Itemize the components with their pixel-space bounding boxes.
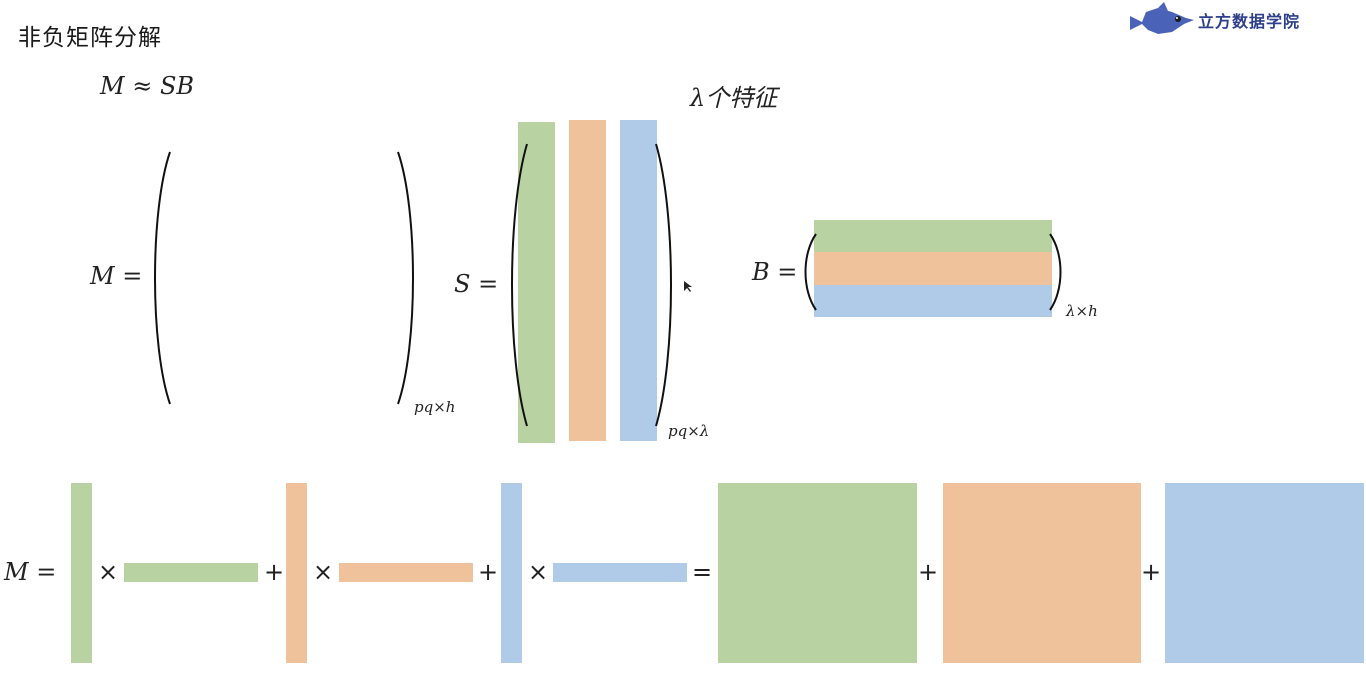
b-dim: λ×h (1066, 302, 1098, 320)
m-dim: pq×h (414, 398, 456, 416)
times-op-3: × (528, 558, 549, 586)
plus-op-4: + (1141, 558, 1162, 586)
features-label: λ个特征 (690, 78, 777, 113)
s-col-blue (620, 120, 657, 441)
logo (1128, 2, 1308, 38)
bottom-square-green (718, 483, 917, 663)
approx-formula: M ≈ SB (100, 72, 195, 100)
bottom-row-green (124, 563, 258, 582)
b-row-orange (814, 252, 1052, 285)
s-right-paren (655, 143, 672, 427)
s-col-green (518, 122, 555, 443)
shark-logo-icon (1130, 2, 1194, 34)
times-op-2: × (313, 558, 334, 586)
plus-op-1: + (264, 558, 285, 586)
s-label: S = (454, 270, 499, 298)
logo-text: 立方数据学院 (1198, 12, 1301, 31)
equals-op: = (692, 558, 713, 586)
s-left-paren (511, 143, 528, 427)
slide-title: 非负矩阵分解 (18, 25, 162, 51)
m-left-paren (154, 151, 171, 405)
bottom-row-orange (339, 563, 473, 582)
bottom-square-blue (1165, 483, 1364, 663)
m-right-paren (397, 151, 414, 405)
bottom-col-green (71, 483, 92, 663)
bottom-col-orange (286, 483, 307, 663)
b-left-paren (804, 233, 817, 311)
plus-op-2: + (478, 558, 499, 586)
b-row-green (814, 220, 1052, 252)
b-label: B = (752, 258, 798, 286)
features-text: λ个特征 (690, 84, 778, 112)
plus-op-3: + (918, 558, 939, 586)
bottom-square-orange (943, 483, 1141, 663)
times-op-1: × (98, 558, 119, 586)
b-row-blue (814, 285, 1052, 317)
s-col-orange (569, 120, 606, 441)
b-right-paren (1049, 233, 1062, 311)
s-dim: pq×λ (668, 422, 710, 440)
bottom-row-blue (553, 563, 687, 582)
mouse-cursor-icon (684, 281, 692, 292)
bottom-col-blue (501, 483, 522, 663)
bottom-m-label: M = (4, 558, 57, 586)
m-label: M = (90, 262, 143, 290)
